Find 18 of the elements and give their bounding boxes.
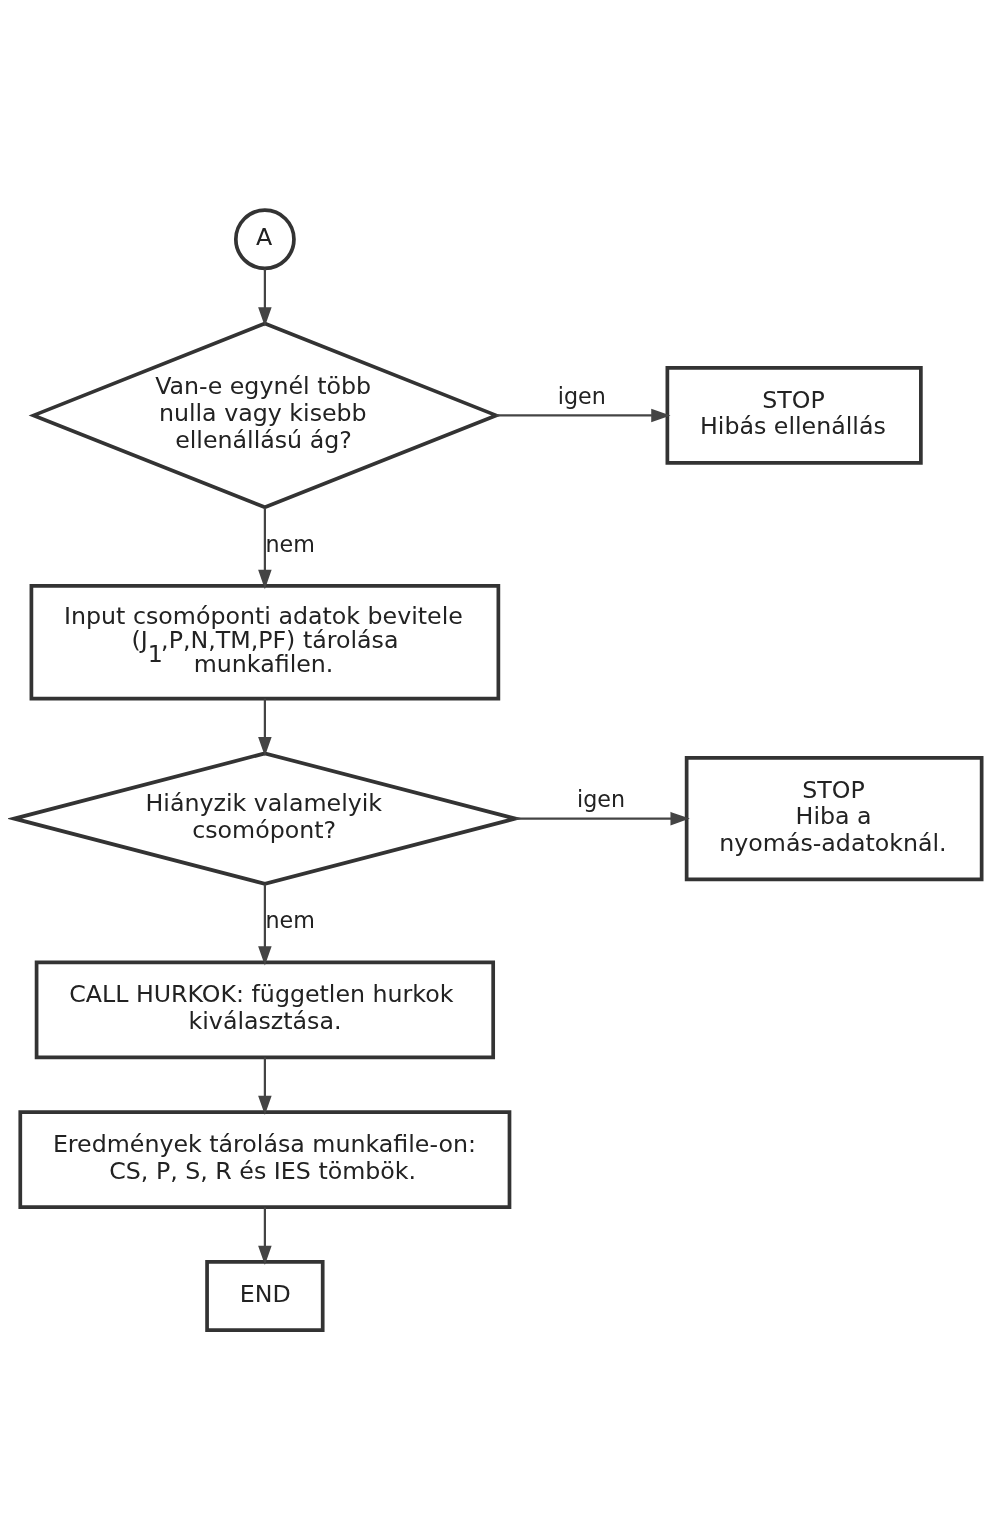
node-box: STOP Hiba a nyomás-adatoknál. <box>684 755 984 881</box>
node-circle: A <box>233 207 296 270</box>
node-box: Eredmények tárolása munkafile-on: CS, P, S, R és IES tömbök. <box>18 1109 512 1209</box>
edge-label: nem <box>265 906 315 933</box>
arrow <box>258 883 272 966</box>
edge-label: igen <box>577 785 626 812</box>
node-box: STOP Hibás ellenállás <box>665 365 923 465</box>
node-box: END <box>205 1259 325 1332</box>
arrow <box>515 811 690 825</box>
arrow <box>258 507 272 589</box>
arrow <box>258 698 272 756</box>
arrow <box>258 268 272 327</box>
arrow <box>258 1056 272 1115</box>
node-box: CALL HURKOK: független hurkok kiválasztása. <box>34 960 496 1059</box>
arrow <box>258 1206 272 1265</box>
edge-label: igen <box>557 382 606 409</box>
edge-label: nem <box>265 530 315 557</box>
arrow <box>496 408 671 422</box>
